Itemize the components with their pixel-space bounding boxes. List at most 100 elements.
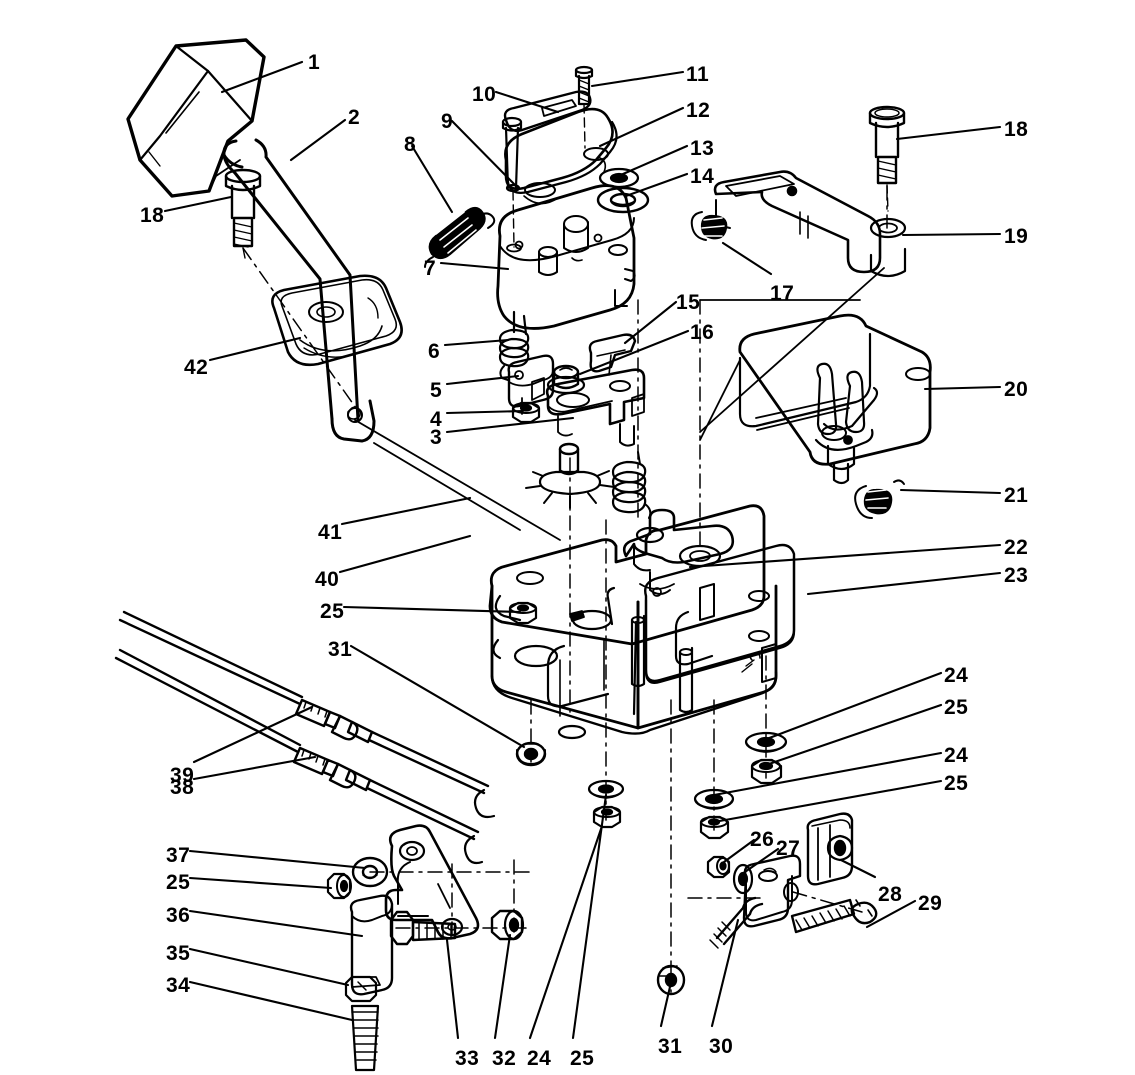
- callout-number: 22: [1004, 536, 1029, 559]
- callout-leader-line: [528, 824, 604, 1040]
- callout-leader-line: [192, 705, 314, 764]
- callout-number: 30: [709, 1035, 734, 1058]
- callout-number: 14: [690, 165, 715, 188]
- callout-number: 24: [944, 664, 969, 687]
- callout-leader-line: [220, 60, 304, 94]
- callout-number: 12: [686, 99, 711, 122]
- callout-number: 24: [944, 744, 969, 767]
- callout-leader-line: [494, 90, 560, 114]
- callout-number: 25: [320, 600, 345, 623]
- callout-leader-line: [895, 125, 1002, 141]
- callout-leader-line: [764, 703, 943, 767]
- callout-number: 5: [430, 379, 443, 402]
- part-28-insulator-block: [806, 812, 854, 886]
- part-21-spring: [854, 479, 905, 519]
- part-shift-knob: [126, 38, 266, 198]
- callout-number: 11: [686, 63, 710, 86]
- callout-leader-line: [443, 338, 510, 347]
- callout-leader-line: [688, 543, 1002, 569]
- callout-leader-line: [439, 261, 510, 271]
- callout-number: 20: [1004, 378, 1029, 401]
- callout-leader-line: [410, 144, 454, 214]
- callout-leader-line: [349, 644, 526, 749]
- callout-leader-line: [901, 232, 1002, 237]
- callout-number: 25: [944, 696, 969, 719]
- part-9-pivot-pin: [501, 116, 523, 253]
- callout-leader-line: [578, 329, 690, 376]
- part-25-nut-lower-left: [326, 872, 352, 900]
- callout-number: 13: [690, 137, 715, 160]
- callout-number: 35: [166, 942, 191, 965]
- callout-leader-line: [338, 534, 472, 574]
- part-18-shoulder-bolt-right: [868, 105, 906, 212]
- part-36-spacer-tube: [349, 894, 394, 996]
- callout-leader-line: [188, 909, 364, 938]
- part-3-bracket-plate: [545, 368, 646, 447]
- callout-leader-line: [598, 106, 685, 148]
- callout-leader-line: [722, 838, 756, 864]
- callout-number: 38: [170, 776, 195, 799]
- part-7-shift-housing: [496, 184, 636, 330]
- part-19-shift-arm: [713, 170, 907, 278]
- callout-number: 25: [166, 871, 191, 894]
- callout-leader-line: [342, 605, 522, 614]
- callout-number: 24: [527, 1047, 552, 1070]
- part-40-torsion-spring: [611, 451, 652, 519]
- callout-number: 42: [184, 356, 209, 379]
- callout-leader-line: [445, 416, 575, 434]
- callout-number: 33: [455, 1047, 480, 1070]
- callout-leader-line: [163, 195, 233, 213]
- callout-leader-line: [208, 336, 302, 362]
- callout-number: 15: [676, 291, 701, 314]
- callout-leader-line: [289, 118, 347, 162]
- callout-leader-line: [806, 571, 1002, 596]
- callout-number: 29: [918, 892, 943, 915]
- part-11-screw: [574, 65, 594, 149]
- callout-leader-line: [865, 899, 917, 929]
- callout-number: 1: [308, 51, 321, 74]
- callout-number: 2: [348, 106, 361, 129]
- part-16-plunger: [546, 364, 586, 395]
- part-29-bolt: [790, 898, 878, 934]
- callout-number: 27: [776, 837, 801, 860]
- callout-leader-line: [188, 849, 367, 870]
- callout-leader-line: [923, 385, 1002, 391]
- callout-leader-line: [623, 300, 678, 345]
- parts-38-39-control-cables: [114, 610, 496, 865]
- callout-leader-line: [740, 847, 780, 876]
- callout-number: 23: [1004, 564, 1029, 587]
- callout-number: 10: [472, 83, 497, 106]
- part-22-transfer-arm: [622, 508, 735, 597]
- callout-number: 8: [404, 133, 417, 156]
- callout-leader-line: [590, 70, 685, 88]
- callout-number: 16: [690, 321, 715, 344]
- callout-leader-line: [192, 755, 317, 781]
- part-stack-right-fasteners: [693, 731, 788, 840]
- callout-leader-line: [340, 496, 472, 526]
- callout-leader-line: [762, 671, 943, 742]
- callout-number: 39: [170, 764, 195, 787]
- callout-leader-line: [445, 374, 520, 386]
- part-8-extension-spring: [424, 206, 496, 268]
- callout-leader-line: [493, 933, 512, 1040]
- part-34-spring: [350, 1004, 380, 1072]
- part-18-shoulder-bolt-left: [224, 168, 262, 259]
- callout-number: 6: [428, 340, 441, 363]
- part-42-boot-retainer: [271, 274, 403, 367]
- callout-number: 18: [140, 204, 165, 227]
- part-32-lock-nut: [490, 909, 525, 941]
- callout-number: 37: [166, 844, 191, 867]
- callout-number: 26: [750, 828, 775, 851]
- part-20-fork-housing: [738, 313, 932, 485]
- callout-leader-line: [571, 793, 608, 1040]
- callout-number: 32: [492, 1047, 517, 1070]
- part-23-mounting-bracket: [488, 504, 796, 740]
- part-25-nut-left: [508, 601, 538, 625]
- callout-leader-line: [721, 241, 773, 276]
- callout-number: 34: [166, 974, 191, 997]
- callout-number: 17: [770, 282, 795, 305]
- callout-number: 31: [658, 1035, 683, 1058]
- callout-number: 3: [430, 426, 443, 449]
